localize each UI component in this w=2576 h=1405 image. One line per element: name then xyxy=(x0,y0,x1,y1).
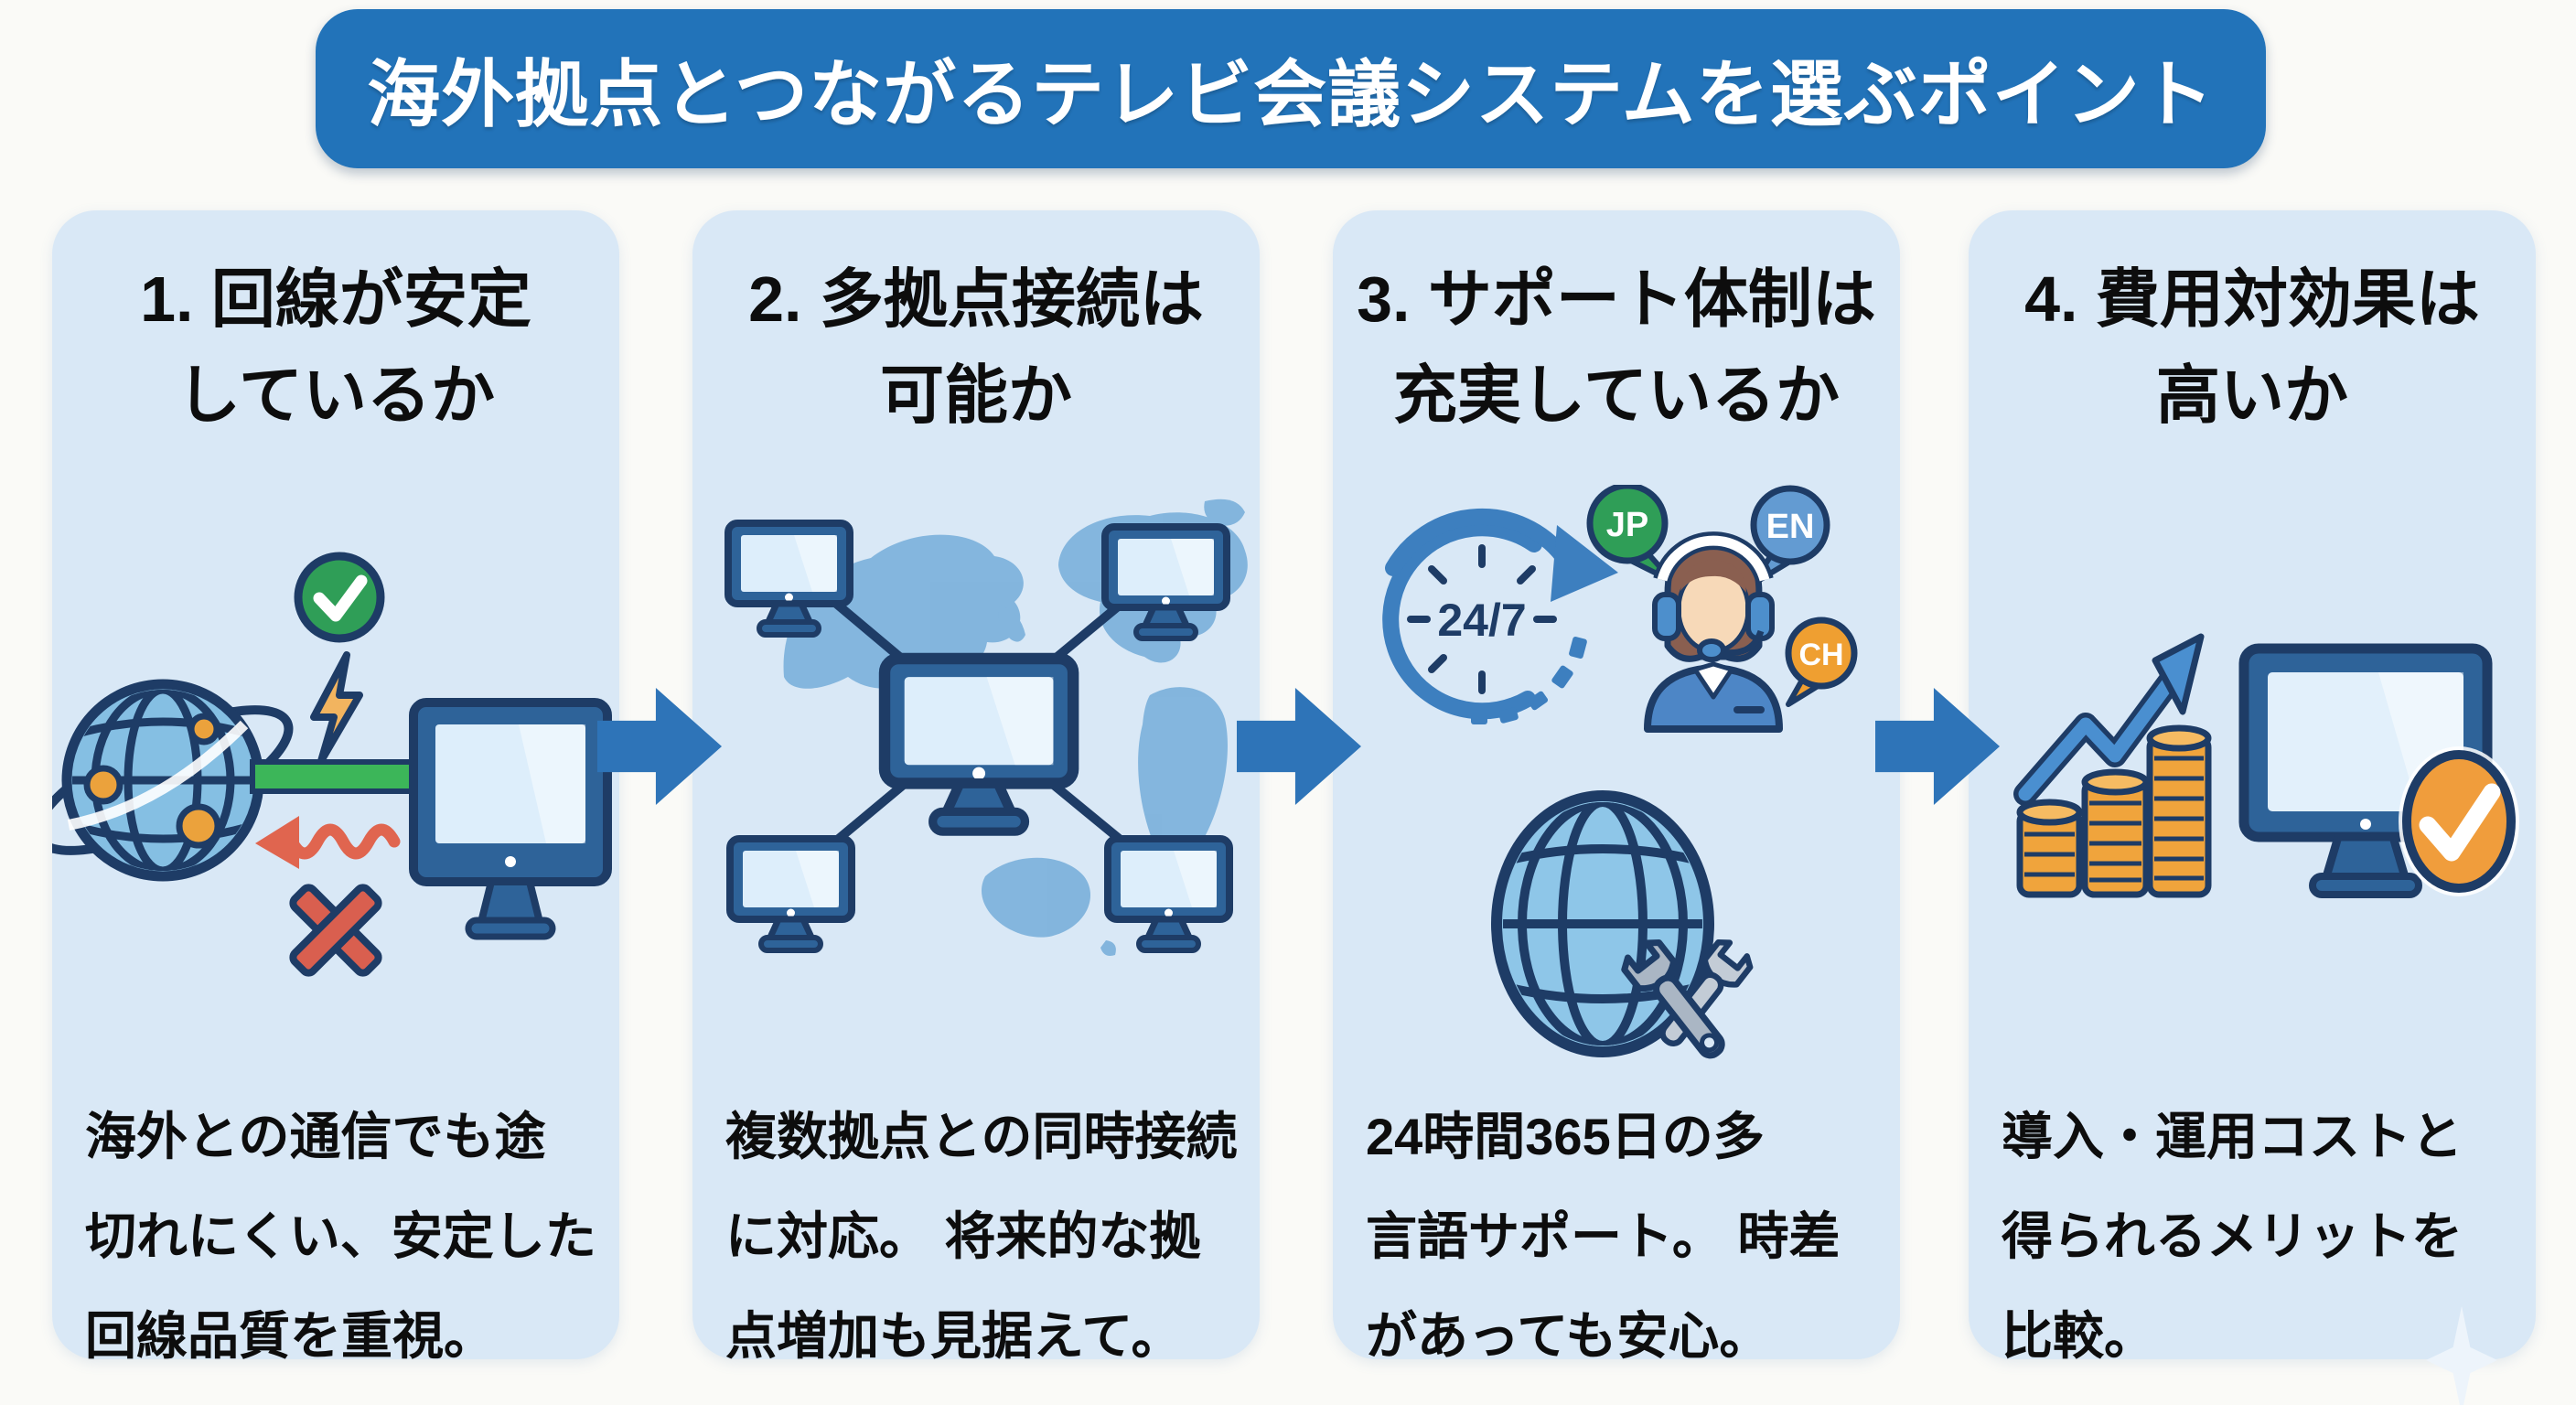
growth-arrow-icon xyxy=(2013,633,2205,806)
network-globe-icon xyxy=(52,679,294,882)
point-card-4: 4. 費用対効果は 高いか xyxy=(1969,210,2536,1405)
speech-bubble-jp: JP xyxy=(1586,485,1676,585)
x-mark-icon xyxy=(289,884,382,977)
world-map xyxy=(783,499,1248,956)
card-1-illustration xyxy=(52,552,612,977)
globe-tools-icon xyxy=(1491,790,1754,1059)
monitor-icon xyxy=(409,698,612,940)
spanner-icon xyxy=(1659,938,1754,1046)
check-badge-icon xyxy=(2399,746,2519,896)
network-lines xyxy=(785,560,1172,883)
speech-bubble-ch: CH xyxy=(1785,617,1858,707)
card-4-heading: 4. 費用対効果は 高いか xyxy=(2024,263,2480,431)
clock-24-7-label: 24/7 xyxy=(1437,595,1526,646)
card-3-illustration: 24/7 JP EN xyxy=(1382,485,1858,1059)
card-2-description: 複数拠点との同時接続 に対応。 将来的な拠 点増加も見据えて。 xyxy=(725,1108,1238,1366)
card-2-heading: 2. 多拠点接続は 可能か xyxy=(748,263,1204,431)
support-operator-icon xyxy=(1644,531,1783,733)
site-monitor-icons xyxy=(728,523,1229,950)
lightning-icon xyxy=(310,651,363,765)
check-circle-icon xyxy=(294,552,385,643)
speech-bubble-en-label: EN xyxy=(1766,508,1815,546)
center-monitor-icon xyxy=(885,659,1073,831)
card-1-description: 海外との通信でも途 切れにくい、安定した 回線品質を重視。 xyxy=(85,1108,596,1366)
header-banner: 海外拠点とつながるテレビ会議システムを選ぶポイント xyxy=(316,9,2266,168)
coin-stacks-icon xyxy=(2016,724,2212,898)
unstable-wave-arrow-icon xyxy=(255,816,401,869)
wrench-icon xyxy=(1621,938,1725,1059)
monitor-icon xyxy=(2238,643,2493,898)
page-title: 海外拠点とつながるテレビ会議システムを選ぶポイント xyxy=(367,54,2215,135)
point-card-1: 1. 回線が安定 しているか xyxy=(52,210,619,1365)
card-2-illustration xyxy=(692,499,1248,956)
stable-link-bar xyxy=(250,759,420,794)
card-1-heading: 1. 回線が安定 しているか xyxy=(140,263,531,431)
card-3-description: 24時間365日の多 言語サポート。 時差 があっても安心。 xyxy=(1366,1108,1841,1366)
clock-24-7-icon: 24/7 xyxy=(1382,508,1618,724)
speech-bubble-ch-label: CH xyxy=(1798,638,1843,672)
point-card-3: 3. サポート体制は 充実しているか 24/7 xyxy=(1333,210,1900,1365)
card-4-illustration xyxy=(2013,633,2519,898)
speech-bubble-jp-label: JP xyxy=(1606,506,1648,544)
speech-bubble-en: EN xyxy=(1750,485,1830,586)
point-card-2: 2. 多拠点接続は 可能か xyxy=(692,210,1260,1365)
card-4-description: 導入・運用コストと 得られるメリットを 比較。 xyxy=(2002,1108,2463,1366)
card-3-heading: 3. サポート体制は 充実しているか xyxy=(1357,263,1876,431)
